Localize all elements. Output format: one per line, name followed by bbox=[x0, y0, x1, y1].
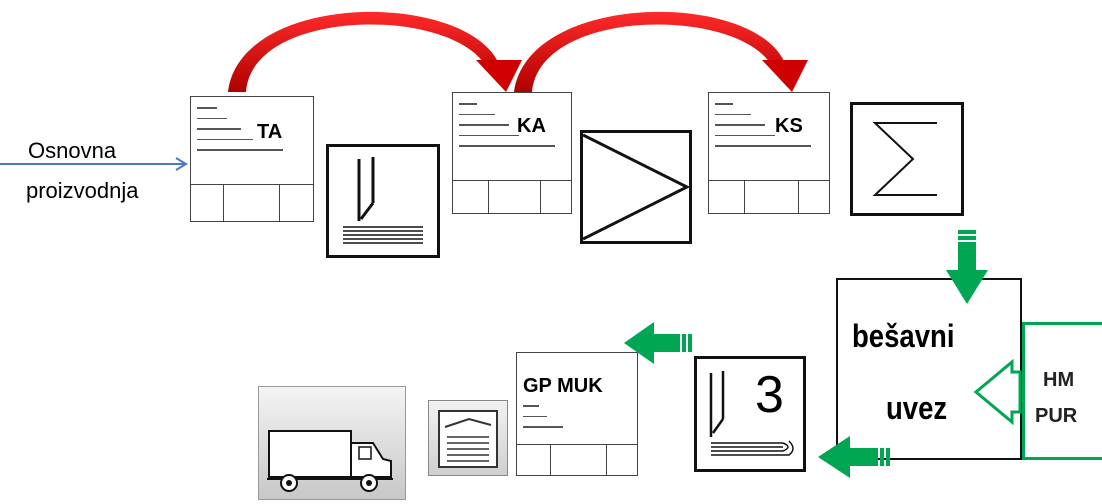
red-arc-arrow-ka-ks bbox=[514, 11, 808, 92]
trimming-number: 3 bbox=[755, 366, 784, 424]
card-gp-muk-label: GP MUK bbox=[523, 375, 603, 397]
card-lines bbox=[459, 103, 555, 156]
green-arrow-left-top bbox=[624, 322, 692, 364]
card-ta-label: TA bbox=[257, 121, 283, 143]
storage-symbol bbox=[428, 400, 508, 476]
delivery-truck-symbol bbox=[258, 386, 406, 500]
card-lines bbox=[523, 405, 563, 437]
binding-box: bešavni uvez bbox=[836, 278, 1022, 460]
sigma-icon bbox=[872, 122, 937, 196]
card-cells bbox=[453, 180, 571, 213]
adhesive-label-line2: PUR bbox=[1035, 405, 1078, 427]
card-cells bbox=[709, 180, 829, 213]
card-ks: KS bbox=[708, 92, 830, 214]
collating-symbol bbox=[326, 144, 440, 258]
green-outline-arrow-left bbox=[973, 358, 1022, 426]
trimming-symbol: 3 bbox=[694, 356, 806, 472]
storage-icon bbox=[438, 410, 498, 468]
binding-label-line1: bešavni bbox=[852, 318, 955, 354]
green-arrow-down bbox=[946, 230, 988, 304]
card-ks-label: KS bbox=[775, 115, 803, 137]
card-gp-muk: GP MUK bbox=[516, 352, 638, 476]
card-cells bbox=[191, 184, 313, 221]
triangle-icon bbox=[582, 133, 691, 241]
card-lines bbox=[197, 107, 283, 160]
card-ta: TA bbox=[190, 96, 314, 222]
green-arrow-left-bottom bbox=[818, 436, 890, 478]
input-label-line2: proizvodnja bbox=[26, 178, 139, 203]
collating-icon bbox=[343, 157, 423, 244]
card-lines bbox=[715, 103, 811, 156]
red-arc-arrow-ta-ka bbox=[228, 11, 522, 92]
input-label-line1: Osnovna bbox=[28, 138, 117, 163]
card-cells bbox=[517, 444, 637, 475]
input-arrow bbox=[0, 157, 188, 171]
card-ka: KA bbox=[452, 92, 572, 214]
binding-label-line2: uvez bbox=[886, 390, 948, 426]
trimming-icon bbox=[709, 371, 794, 456]
adhesive-label-line1: HM bbox=[1043, 369, 1075, 391]
triangle-symbol bbox=[580, 130, 692, 244]
sigma-symbol bbox=[850, 102, 964, 216]
adhesive-box: HM PUR bbox=[1022, 322, 1102, 460]
truck-icon bbox=[267, 430, 393, 492]
card-ka-label: KA bbox=[517, 115, 546, 137]
